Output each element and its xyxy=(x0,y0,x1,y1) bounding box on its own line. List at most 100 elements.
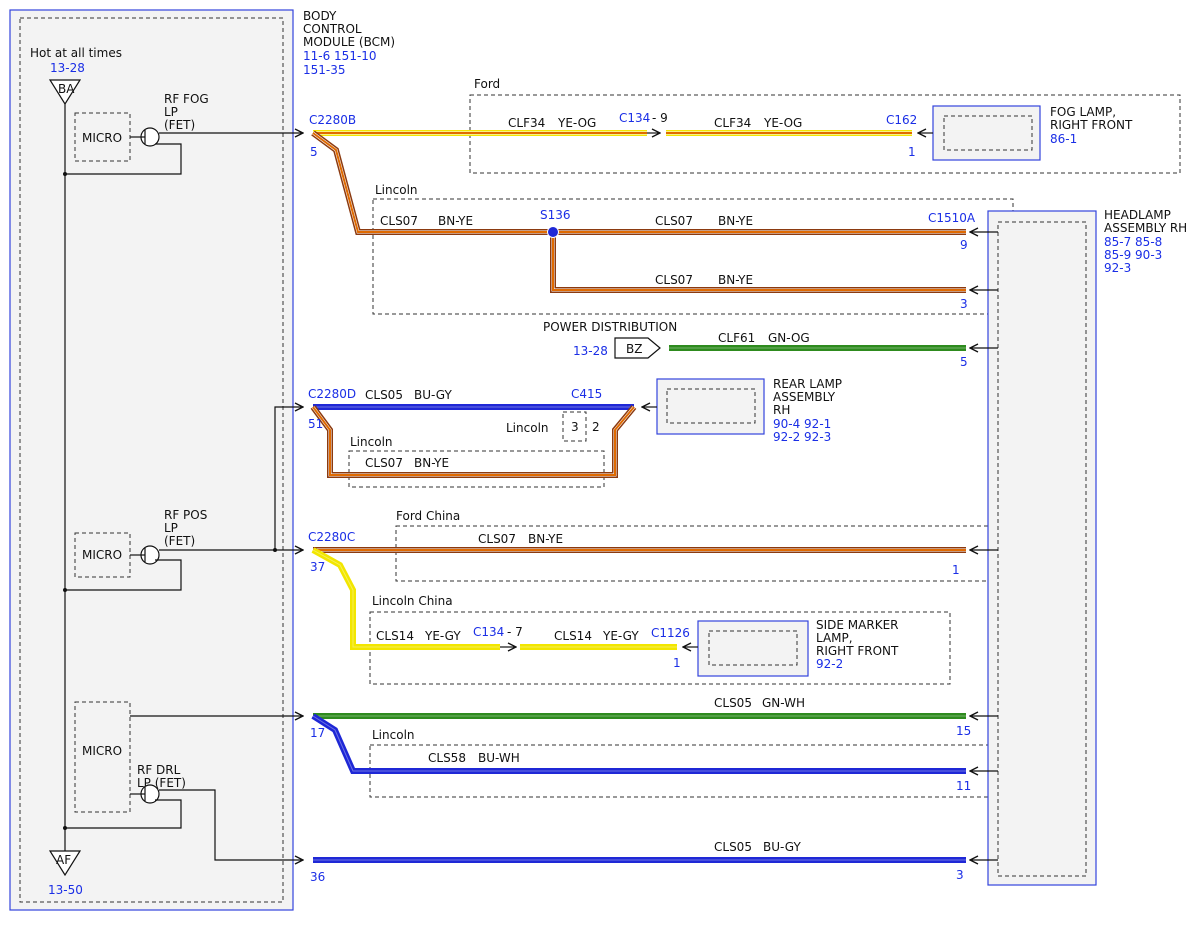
conn-c162[interactable]: C162 xyxy=(886,113,917,127)
micro-label-pos: MICRO xyxy=(82,548,122,562)
wire-layer xyxy=(310,130,966,863)
bz-terminal xyxy=(614,337,661,359)
side-marker-label-3: RIGHT FRONT xyxy=(816,644,899,658)
region-lincoln-china: Lincoln China xyxy=(372,594,453,608)
ba-ref[interactable]: 13-28 xyxy=(50,61,85,75)
wire-s136r-color: BN-YE xyxy=(718,214,753,228)
bcm-title-1: BODY xyxy=(303,9,337,23)
bcm-ref-1[interactable]: 11-6 151-10 xyxy=(303,49,377,63)
fog-lamp-ref[interactable]: 86-1 xyxy=(1050,132,1077,146)
splice-s136[interactable] xyxy=(547,226,559,238)
headlamp-ref-2[interactable]: 85-9 90-3 xyxy=(1104,248,1162,262)
wire-rear-top-color: BU-GY xyxy=(414,388,452,402)
fet-pos-1: RF POS xyxy=(164,508,207,522)
headlamp-ref-3[interactable]: 92-3 xyxy=(1104,261,1131,275)
conn-pin36: 36 xyxy=(310,870,325,884)
conn-c415-lincoln: Lincoln xyxy=(506,421,549,435)
hl-pin-11: 11 xyxy=(956,779,971,793)
wire-fog1-circuit: CLF34 xyxy=(508,116,545,130)
wire-fog2-circuit: CLF34 xyxy=(714,116,751,130)
hot-label: Hot at all times xyxy=(30,46,122,60)
region-lincoln-2: Lincoln xyxy=(350,435,393,449)
bcm-ref-2[interactable]: 151-35 xyxy=(303,63,346,77)
wire-drlbu-circuit: CLS58 xyxy=(428,751,466,765)
wire-cls07-s136-down[interactable] xyxy=(550,232,966,293)
side-marker-component[interactable]: SIDE MARKER LAMP, RIGHT FRONT 92-2 xyxy=(683,618,899,677)
side-marker-ref[interactable]: 92-2 xyxy=(816,657,843,671)
conn-c2280c[interactable]: C2280C xyxy=(308,530,355,544)
af-label: AF xyxy=(56,853,71,867)
wire-s136l-circuit: CLS07 xyxy=(380,214,418,228)
fog-lamp-label-1: FOG LAMP, xyxy=(1050,105,1116,119)
wire-cls14-side-1[interactable] xyxy=(311,547,500,650)
conn-c134b[interactable]: C134 xyxy=(473,625,504,639)
fog-lamp-label-2: RIGHT FRONT xyxy=(1050,118,1133,132)
region-boxes: Ford Lincoln Lincoln Ford China Lincoln … xyxy=(348,77,1181,798)
fet-fog-2: LP xyxy=(164,105,178,119)
rear-lamp-label-1: REAR LAMP xyxy=(773,377,842,391)
hl-pin-5: 5 xyxy=(960,355,968,369)
wire-cls07-lincoln[interactable] xyxy=(311,130,966,235)
wire-drlgn-color: GN-WH xyxy=(762,696,805,710)
conn-c134a-pin: - 9 xyxy=(652,111,668,125)
wire-s136l-color: BN-YE xyxy=(438,214,473,228)
fet-fog-1: RF FOG xyxy=(164,92,209,106)
conn-c2280d-pin: 51 xyxy=(308,417,323,431)
rear-lamp-ref-1[interactable]: 90-4 92-1 xyxy=(773,417,831,431)
c415-alt-box xyxy=(562,411,587,442)
wire-side2-circuit: CLS14 xyxy=(554,629,592,643)
wire-fog1-color: YE-OG xyxy=(557,116,596,130)
conn-c415-pin2: 2 xyxy=(592,420,600,434)
bcm-title-3: MODULE (BCM) xyxy=(303,35,395,49)
micro-label-fog: MICRO xyxy=(82,131,122,145)
wire-cls07-rear-loop[interactable] xyxy=(310,405,637,478)
ba-terminal xyxy=(48,79,82,106)
wire-labels: CLF34 YE-OG CLF34 YE-OG CLS07 BN-YE CLS0… xyxy=(365,116,810,854)
af-ref[interactable]: 13-50 xyxy=(48,883,83,897)
wire-drlgn-circuit: CLS05 xyxy=(714,696,752,710)
rear-lamp-label-3: RH xyxy=(773,403,790,417)
side-marker-label-2: LAMP, xyxy=(816,631,853,645)
power-distribution[interactable]: POWER DISTRIBUTION 13-28 BZ xyxy=(543,320,677,359)
wire-fordchina-color: BN-YE xyxy=(528,532,563,546)
conn-c1126-pin: 1 xyxy=(673,656,681,670)
conn-c134a[interactable]: C134 xyxy=(619,111,650,125)
region-lincoln-1: Lincoln xyxy=(375,183,418,197)
region-ford-china: Ford China xyxy=(396,509,460,523)
region-lincoln-3: Lincoln xyxy=(372,728,415,742)
conn-c415-pin3: 3 xyxy=(571,420,579,434)
conn-pin17: 17 xyxy=(310,726,325,740)
headlamp-component[interactable]: HEADLAMP ASSEMBLY RH 85-7 85-8 85-9 90-3… xyxy=(970,208,1187,886)
headlamp-label-2: ASSEMBLY RH xyxy=(1104,221,1187,235)
connector-labels: C2280B 5 C2280D 51 C2280C 37 17 36 C134 … xyxy=(308,111,976,884)
wire-fog2-color: YE-OG xyxy=(763,116,802,130)
conn-c2280d[interactable]: C2280D xyxy=(308,387,356,401)
hl-pin-3a: 3 xyxy=(960,297,968,311)
conn-c162-pin: 1 xyxy=(908,145,916,159)
conn-c2280c-pin: 37 xyxy=(310,560,325,574)
conn-s136[interactable]: S136 xyxy=(540,208,571,222)
rear-lamp-ref-2[interactable]: 92-2 92-3 xyxy=(773,430,831,444)
ba-label: BA xyxy=(58,82,75,96)
wire-rear-top-circuit: CLS05 xyxy=(365,388,403,402)
headlamp-ref-1[interactable]: 85-7 85-8 xyxy=(1104,235,1162,249)
conn-c2280b[interactable]: C2280B xyxy=(309,113,356,127)
conn-c415[interactable]: C415 xyxy=(571,387,602,401)
rear-lamp-component[interactable]: REAR LAMP ASSEMBLY RH 90-4 92-1 92-2 92-… xyxy=(642,377,842,444)
conn-c134b-pin: - 7 xyxy=(507,625,523,639)
wire-fordchina-circuit: CLS07 xyxy=(478,532,516,546)
wire-side1-color: YE-GY xyxy=(424,629,461,643)
conn-c1126[interactable]: C1126 xyxy=(651,626,690,640)
fog-lamp-component[interactable]: FOG LAMP, RIGHT FRONT 86-1 xyxy=(918,105,1133,161)
micro-label-drl: MICRO xyxy=(82,744,122,758)
fet-pos-2: LP xyxy=(164,521,178,535)
wire-bottom-circuit: CLS05 xyxy=(714,840,752,854)
wire-rear-bottom-color: BN-YE xyxy=(414,456,449,470)
wire-cls58-buwh[interactable] xyxy=(311,713,966,774)
fet-drl-1: RF DRL xyxy=(137,763,181,777)
wire-drlbu-color: BU-WH xyxy=(478,751,520,765)
pwr-dist-ref[interactable]: 13-28 xyxy=(573,344,608,358)
conn-c1510a[interactable]: C1510A xyxy=(928,211,976,225)
wire-bottom-color: BU-GY xyxy=(763,840,801,854)
